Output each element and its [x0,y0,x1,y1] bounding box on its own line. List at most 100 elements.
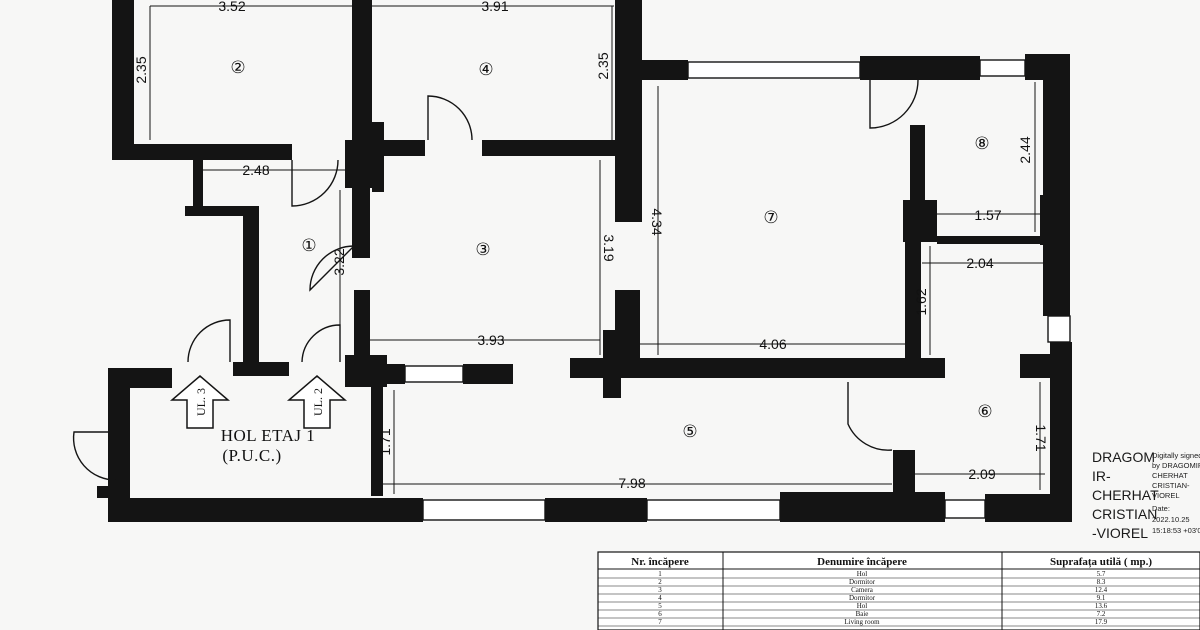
wall [233,362,289,376]
wall [1020,354,1070,378]
room-number: ⑥ [977,402,992,421]
room-number: ① [301,236,316,255]
dimension-label: 1.71 [1033,424,1049,451]
dimension-label: 2.35 [595,52,611,79]
dimension-labels: 3.52 3.91 2.35 2.35 2.48 3.22 3.19 4.34 … [133,0,1049,491]
dimension-label: 2.35 [133,56,149,83]
wall [97,486,130,498]
table-header: Denumire încăpere [817,556,907,568]
dimension-label: 7.98 [618,475,645,491]
dimension-label: 1.71 [377,428,393,455]
table-cell: 5 [658,602,662,610]
door [427,95,473,141]
signature-detail: CRISTIAN- [1152,481,1190,490]
signer-name-line: CHERHAT [1092,487,1159,503]
room-number: ③ [475,240,490,259]
wall [640,60,688,80]
room-number: ② [230,58,245,77]
wall [352,0,372,160]
wall [570,358,945,378]
wall [1043,54,1070,316]
dimension-label: 2.44 [1017,136,1033,163]
table-header: Suprafața utilă ( mp.) [1050,556,1152,568]
table-cell: Living room [844,618,880,626]
door [309,245,355,292]
table-cell: Baie [856,610,869,618]
table-cell: 3 [658,586,662,594]
dimension-label: 2.48 [242,162,269,178]
window [1047,315,1071,343]
dimension-label: 3.91 [481,0,508,14]
wall [112,0,134,160]
table-cell: 1 [658,570,662,578]
wall [354,290,370,360]
table-cell: 6 [658,610,662,618]
dimension-label: 2.04 [966,255,993,271]
table-cell: 5.7 [1097,570,1106,578]
table-cell: Dormitor [849,578,876,586]
digital-signature: DRAGOM IR- CHERHAT CRISTIAN -VIOREL Digi… [1092,449,1200,541]
wall [108,368,172,388]
hallway-sublabel: (P.U.C.) [222,446,281,465]
door [187,319,231,363]
window [422,499,546,521]
door [291,159,339,207]
entrance-arrow-ul3 [169,375,231,429]
door [72,431,117,481]
wall [345,364,405,384]
room-number: ⑤ [682,422,697,441]
wall [1040,195,1052,245]
signer-name-line: CRISTIAN [1092,506,1157,522]
signature-detail: VIOREL [1152,491,1180,500]
signer-name-line: DRAGOM [1092,449,1155,465]
table-cell: Hol [857,602,868,610]
table-cell: Hol [857,570,868,578]
hallway-label: HOL ETAJ 1 [221,426,316,445]
signature-detail: Digitally signed [1152,451,1200,460]
signer-name-line: -VIOREL [1092,525,1148,541]
dimension-label: 2.09 [968,466,995,482]
wall [243,206,259,374]
entrance-arrow-ul2 [286,375,348,429]
dimension-label: 4.06 [759,336,786,352]
room-number: ⑧ [974,134,989,153]
windows [404,59,1071,521]
wall [615,0,642,222]
wall [615,290,640,370]
signature-detail: 15:18:53 +03'00' [1152,526,1200,535]
dimension-label: 3.52 [218,0,245,14]
wall [985,494,1070,522]
wall [482,140,642,156]
table-cell: 8.3 [1097,578,1106,586]
table-cell: 13.6 [1095,602,1108,610]
wall [937,236,1047,244]
signature-detail: Date: [1152,504,1170,513]
wall [345,150,373,188]
window [979,59,1026,77]
walls [97,0,1072,522]
signature-detail: 2022.10.25 [1152,515,1190,524]
dimension-label: 1.62 [913,288,929,315]
window [944,499,986,519]
entrance-arrows: UL. 3 UL. 2 [169,375,348,429]
table-cell: 7.2 [1097,610,1106,618]
room-numbers: ① ② ③ ④ ⑤ ⑥ ⑦ ⑧ [230,58,992,441]
table-cell: Dormitor [849,594,876,602]
wall [463,364,513,384]
dimension-label: 3.93 [477,332,504,348]
window [646,499,781,521]
table-cell: 12.4 [1095,586,1108,594]
table-cell: 2 [658,578,662,586]
table-cell: 4 [658,594,662,602]
room-number: ④ [478,60,493,79]
wall [185,206,243,216]
wall [352,186,370,258]
wall [108,368,130,522]
wall [860,56,980,80]
dimension-label: 4.34 [649,208,665,235]
wall [112,144,292,160]
table-cell: 9.1 [1097,594,1106,602]
wall [193,160,203,212]
dimension-label: 3.22 [331,248,347,275]
